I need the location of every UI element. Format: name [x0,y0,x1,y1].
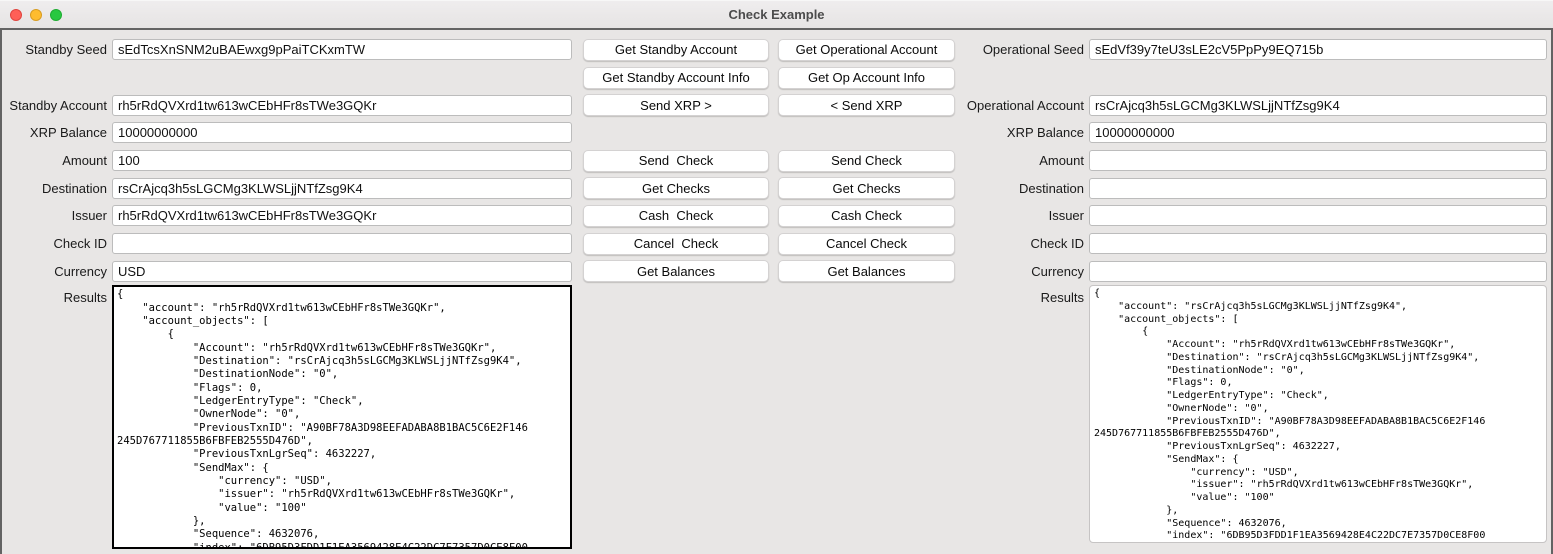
operational-destination-input[interactable] [1089,177,1547,199]
standby-seed-input[interactable] [112,39,572,61]
standby-check-id-input[interactable] [112,233,572,255]
standby-results-label: Results [63,290,107,306]
form-area: Standby Seed Get Standby Account Get Ope… [0,28,1553,554]
operational-results-label: Results [1040,290,1084,306]
send-xrp-right-button[interactable]: Send XRP > [583,94,769,117]
get-op-account-info-button[interactable]: Get Op Account Info [778,66,955,89]
standby-check-id-label: Check ID [53,236,107,252]
standby-destination-input[interactable] [112,177,572,199]
standby-issuer-input[interactable] [112,205,572,227]
operational-issuer-label: Issuer [1048,208,1084,224]
minimize-icon[interactable] [30,8,42,21]
standby-xrp-balance-input[interactable] [112,122,572,144]
window-controls [10,1,62,28]
operational-xrp-balance-input[interactable] [1089,122,1547,144]
window-title: Check Example [728,7,825,22]
op-cash-check-button[interactable]: Cash Check [778,204,955,227]
standby-get-checks-button[interactable]: Get Checks [583,177,769,200]
standby-cancel-check-button[interactable]: Cancel Check [583,232,769,255]
operational-issuer-input[interactable] [1089,205,1547,227]
standby-amount-input[interactable] [112,150,572,172]
operational-seed-input[interactable] [1089,39,1547,61]
operational-destination-label: Destination [1018,180,1084,196]
op-send-check-button[interactable]: Send Check [778,149,955,172]
standby-currency-input[interactable] [112,260,572,282]
operational-currency-label: Currency [1031,263,1084,279]
op-cancel-check-button[interactable]: Cancel Check [778,232,955,255]
standby-cash-check-button[interactable]: Cash Check [583,204,769,227]
standby-account-label: Standby Account [9,97,107,113]
standby-results-textarea[interactable]: { "account": "rh5rRdQVXrd1tw613wCEbHFr8s… [112,285,572,550]
send-xrp-left-button[interactable]: < Send XRP [778,94,955,117]
operational-seed-label: Operational Seed [982,42,1084,58]
get-standby-account-button[interactable]: Get Standby Account [583,38,769,61]
op-get-checks-button[interactable]: Get Checks [778,177,955,200]
titlebar: Check Example [0,0,1553,28]
operational-amount-input[interactable] [1089,150,1547,172]
operational-amount-label: Amount [1039,153,1084,169]
operational-results-textarea[interactable]: { "account": "rsCrAjcq3h5sLGCMg3KLWSLjjN… [1089,285,1547,544]
standby-account-input[interactable] [112,94,572,116]
standby-seed-label: Standby Seed [25,42,107,58]
standby-issuer-label: Issuer [71,208,107,224]
operational-account-label: Operational Account [966,97,1084,113]
standby-amount-label: Amount [62,153,107,169]
get-operational-account-button[interactable]: Get Operational Account [778,38,955,61]
standby-get-balances-button[interactable]: Get Balances [583,260,769,283]
operational-check-id-input[interactable] [1089,233,1547,255]
standby-xrp-balance-label: XRP Balance [29,125,107,141]
fullscreen-icon[interactable] [50,8,62,21]
operational-xrp-balance-label: XRP Balance [1006,125,1084,141]
operational-check-id-label: Check ID [1030,236,1084,252]
get-standby-account-info-button[interactable]: Get Standby Account Info [583,66,769,89]
standby-send-check-button[interactable]: Send Check [583,149,769,172]
standby-currency-label: Currency [54,263,107,279]
operational-account-input[interactable] [1089,94,1547,116]
op-get-balances-button[interactable]: Get Balances [778,260,955,283]
operational-currency-input[interactable] [1089,260,1547,282]
standby-destination-label: Destination [41,180,107,196]
close-icon[interactable] [10,8,22,21]
